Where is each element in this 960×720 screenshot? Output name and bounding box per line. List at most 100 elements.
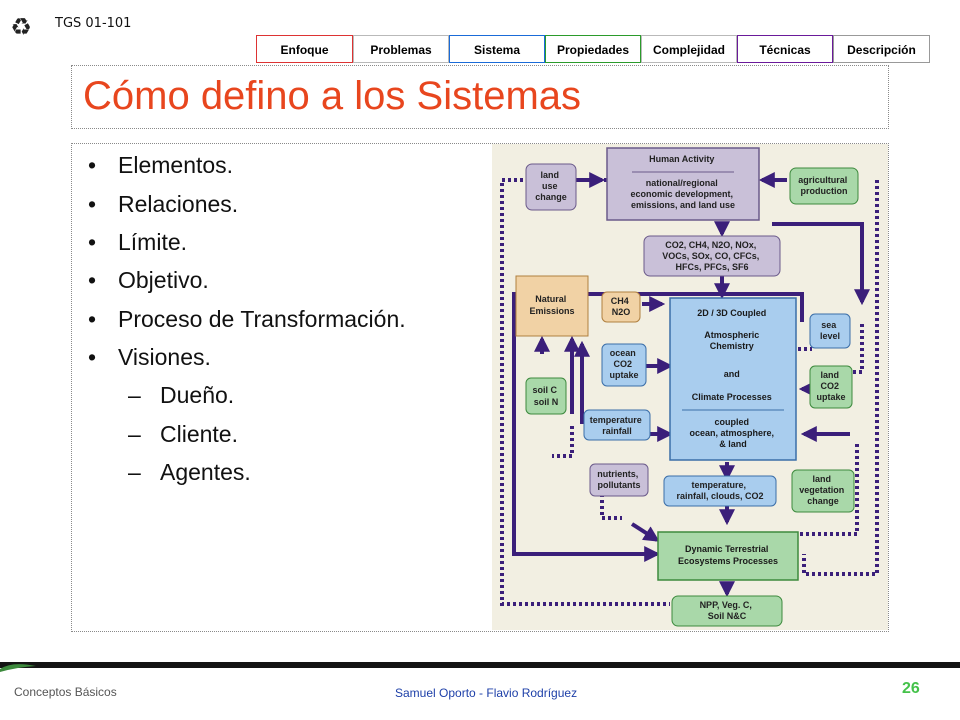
diagram-line: national/regional <box>646 178 718 188</box>
footer-leaf-icon <box>0 660 38 672</box>
soil-cn-box: soil C soil N <box>525 377 567 415</box>
tab-descripcion[interactable]: Descripción <box>833 35 930 63</box>
diagram-line: NPP, Veg. C, <box>700 600 752 610</box>
svg-text:land CO2 uptake: land CO2 uptake <box>816 370 845 402</box>
diagram-line: Natural <box>535 294 566 304</box>
diagram-line: Emissions <box>529 306 574 316</box>
temperature-clouds-co2-box: temperature, rainfall, clouds, CO2 <box>663 475 777 507</box>
diagram-line: use <box>542 181 558 191</box>
tab-tecnicas[interactable]: Técnicas <box>737 35 833 63</box>
svg-text:Dynamic Terrestrial Ecos: Dynamic Terrestrial Ecosystems Processes <box>678 544 778 566</box>
bullet-symbol: • <box>88 344 97 370</box>
diagram-line: Dynamic Terrestrial <box>685 544 768 554</box>
bullet-item: • Proceso de Transformación. <box>0 306 480 338</box>
diagram-line: CH4 <box>611 296 629 306</box>
human-activity-box: Human Activity national/regional economi… <box>606 147 760 221</box>
diagram-line: production <box>801 186 848 196</box>
content-frame <box>71 143 889 632</box>
footer-divider <box>0 662 960 668</box>
svg-text:agricultural production: agricultural production <box>798 175 850 196</box>
diagram-line: soil C <box>532 385 557 395</box>
sub-bullet-item: – Cliente. <box>0 421 480 453</box>
svg-text:2D / 3D Coupled Atmosphe: 2D / 3D Coupled Atmospheric Chemistry an… <box>689 308 776 449</box>
diagram-line: uptake <box>609 370 638 380</box>
diagram-line: CO2 <box>820 381 839 391</box>
climate-processes-box: 2D / 3D Coupled Atmospheric Chemistry an… <box>669 297 797 461</box>
sub-bullet-text: Cliente. <box>160 421 238 447</box>
sub-bullet-symbol: – <box>128 382 141 408</box>
diagram-line: Atmospheric <box>704 330 759 340</box>
diagram-line: CO2, CH4, N2O, NOx, <box>665 240 756 250</box>
svg-text:Human Activity national/: Human Activity national/regional economi… <box>630 154 735 210</box>
diagram-line: N2O <box>612 307 631 317</box>
sub-bullet-text: Dueño. <box>160 382 235 408</box>
diagram-line: economic development, <box>630 189 733 199</box>
npp-box: NPP, Veg. C, Soil N&C <box>671 595 783 627</box>
bullet-text: Elementos. <box>118 152 234 178</box>
bullet-symbol: • <box>88 191 97 217</box>
sub-bullet-symbol: – <box>128 459 141 485</box>
land-co2-uptake-box: land CO2 uptake <box>809 365 853 409</box>
emissions-list-box: CO2, CH4, N2O, NOx, VOCs, SOx, CO, CFCs,… <box>643 235 781 277</box>
footer-authors: Samuel Oporto - Flavio Rodríguez <box>395 686 578 700</box>
human-activity-title: Human Activity <box>649 154 714 164</box>
diagram-line: land <box>820 370 839 380</box>
tab-sistema[interactable]: Sistema <box>449 35 545 63</box>
footer-left-text: Conceptos Básicos <box>14 685 117 699</box>
bullet-symbol: • <box>88 229 97 255</box>
svg-text:ocean CO2 uptake: ocean CO2 uptake <box>609 348 638 380</box>
bullet-text: Límite. <box>118 229 188 255</box>
nutrients-pollutants-box: nutrients, pollutants <box>589 463 649 497</box>
land-vegetation-change-box: land vegetation change <box>791 469 855 513</box>
bullet-text: Proceso de Transformación. <box>118 306 406 332</box>
land-use-change-box: land use change <box>525 163 577 211</box>
diagram-line: VOCs, SOx, CO, CFCs, <box>662 251 759 261</box>
diagram-line: emissions, and land use <box>631 200 735 210</box>
diagram-line: Soil N&C <box>708 611 747 621</box>
bullet-symbol: • <box>88 152 97 178</box>
diagram-line: soil N <box>534 397 559 407</box>
diagram-line: level <box>820 331 840 341</box>
diagram-line: sea <box>821 320 837 330</box>
diagram-line: land <box>540 170 559 180</box>
diagram-line: uptake <box>816 392 845 402</box>
svg-text:soil C soil N: soil C soil N <box>532 385 559 407</box>
bullet-symbol: • <box>88 306 97 332</box>
diagram-line: nutrients, <box>597 469 638 479</box>
slide-title: Cómo defino a los Sistemas <box>83 74 582 118</box>
bullet-text: Visiones. <box>118 344 211 370</box>
sub-bullet-text: Agentes. <box>160 459 251 485</box>
bullet-item: • Elementos. <box>0 152 480 184</box>
agricultural-production-box: agricultural production <box>789 167 859 205</box>
temperature-rainfall-box: temperature rainfall <box>583 409 651 441</box>
tab-enfoque[interactable]: Enfoque <box>256 35 353 63</box>
earth-system-diagram: Human Activity national/regional economi… <box>492 144 888 630</box>
dotted-connectors <box>500 178 879 606</box>
svg-text:CH4 N2O: CH4 N2O <box>611 296 632 317</box>
bullet-text: Relaciones. <box>118 191 239 217</box>
diagram-line: vegetation <box>799 485 844 495</box>
diagram-line: ocean, atmosphere, <box>689 428 774 438</box>
svg-text:Natural Emissions: Natural Emissions <box>529 294 574 316</box>
bullet-item: • Límite. <box>0 229 480 261</box>
nav-tabs: Enfoque Problemas Sistema Propiedades Co… <box>256 35 930 65</box>
tab-problemas[interactable]: Problemas <box>353 35 449 63</box>
svg-text:temperature, rainfall, c: temperature, rainfall, clouds, CO2 <box>676 480 763 501</box>
svg-text:nutrients, pollutants: nutrients, pollutants <box>597 469 641 490</box>
title-frame <box>71 65 889 129</box>
natural-emissions-box: Natural Emissions <box>515 275 589 337</box>
diagram-line: temperature, <box>691 480 746 490</box>
diagram-line: Chemistry <box>710 341 754 351</box>
diagram-line: & land <box>719 439 747 449</box>
diagram-line: and <box>724 369 740 379</box>
diagram-line: Ecosystems Processes <box>678 556 778 566</box>
sea-level-box: sea level <box>809 313 851 349</box>
bullet-item: • Objetivo. <box>0 267 480 299</box>
bullet-item: • Relaciones. <box>0 191 480 223</box>
tab-propiedades[interactable]: Propiedades <box>545 35 641 63</box>
diagram-line: land <box>812 474 831 484</box>
tab-complejidad[interactable]: Complejidad <box>641 35 737 63</box>
diagram-line: HFCs, PFCs, SF6 <box>675 262 748 272</box>
diagram-line: Climate Processes <box>692 392 772 402</box>
sub-bullet-symbol: – <box>128 421 141 447</box>
